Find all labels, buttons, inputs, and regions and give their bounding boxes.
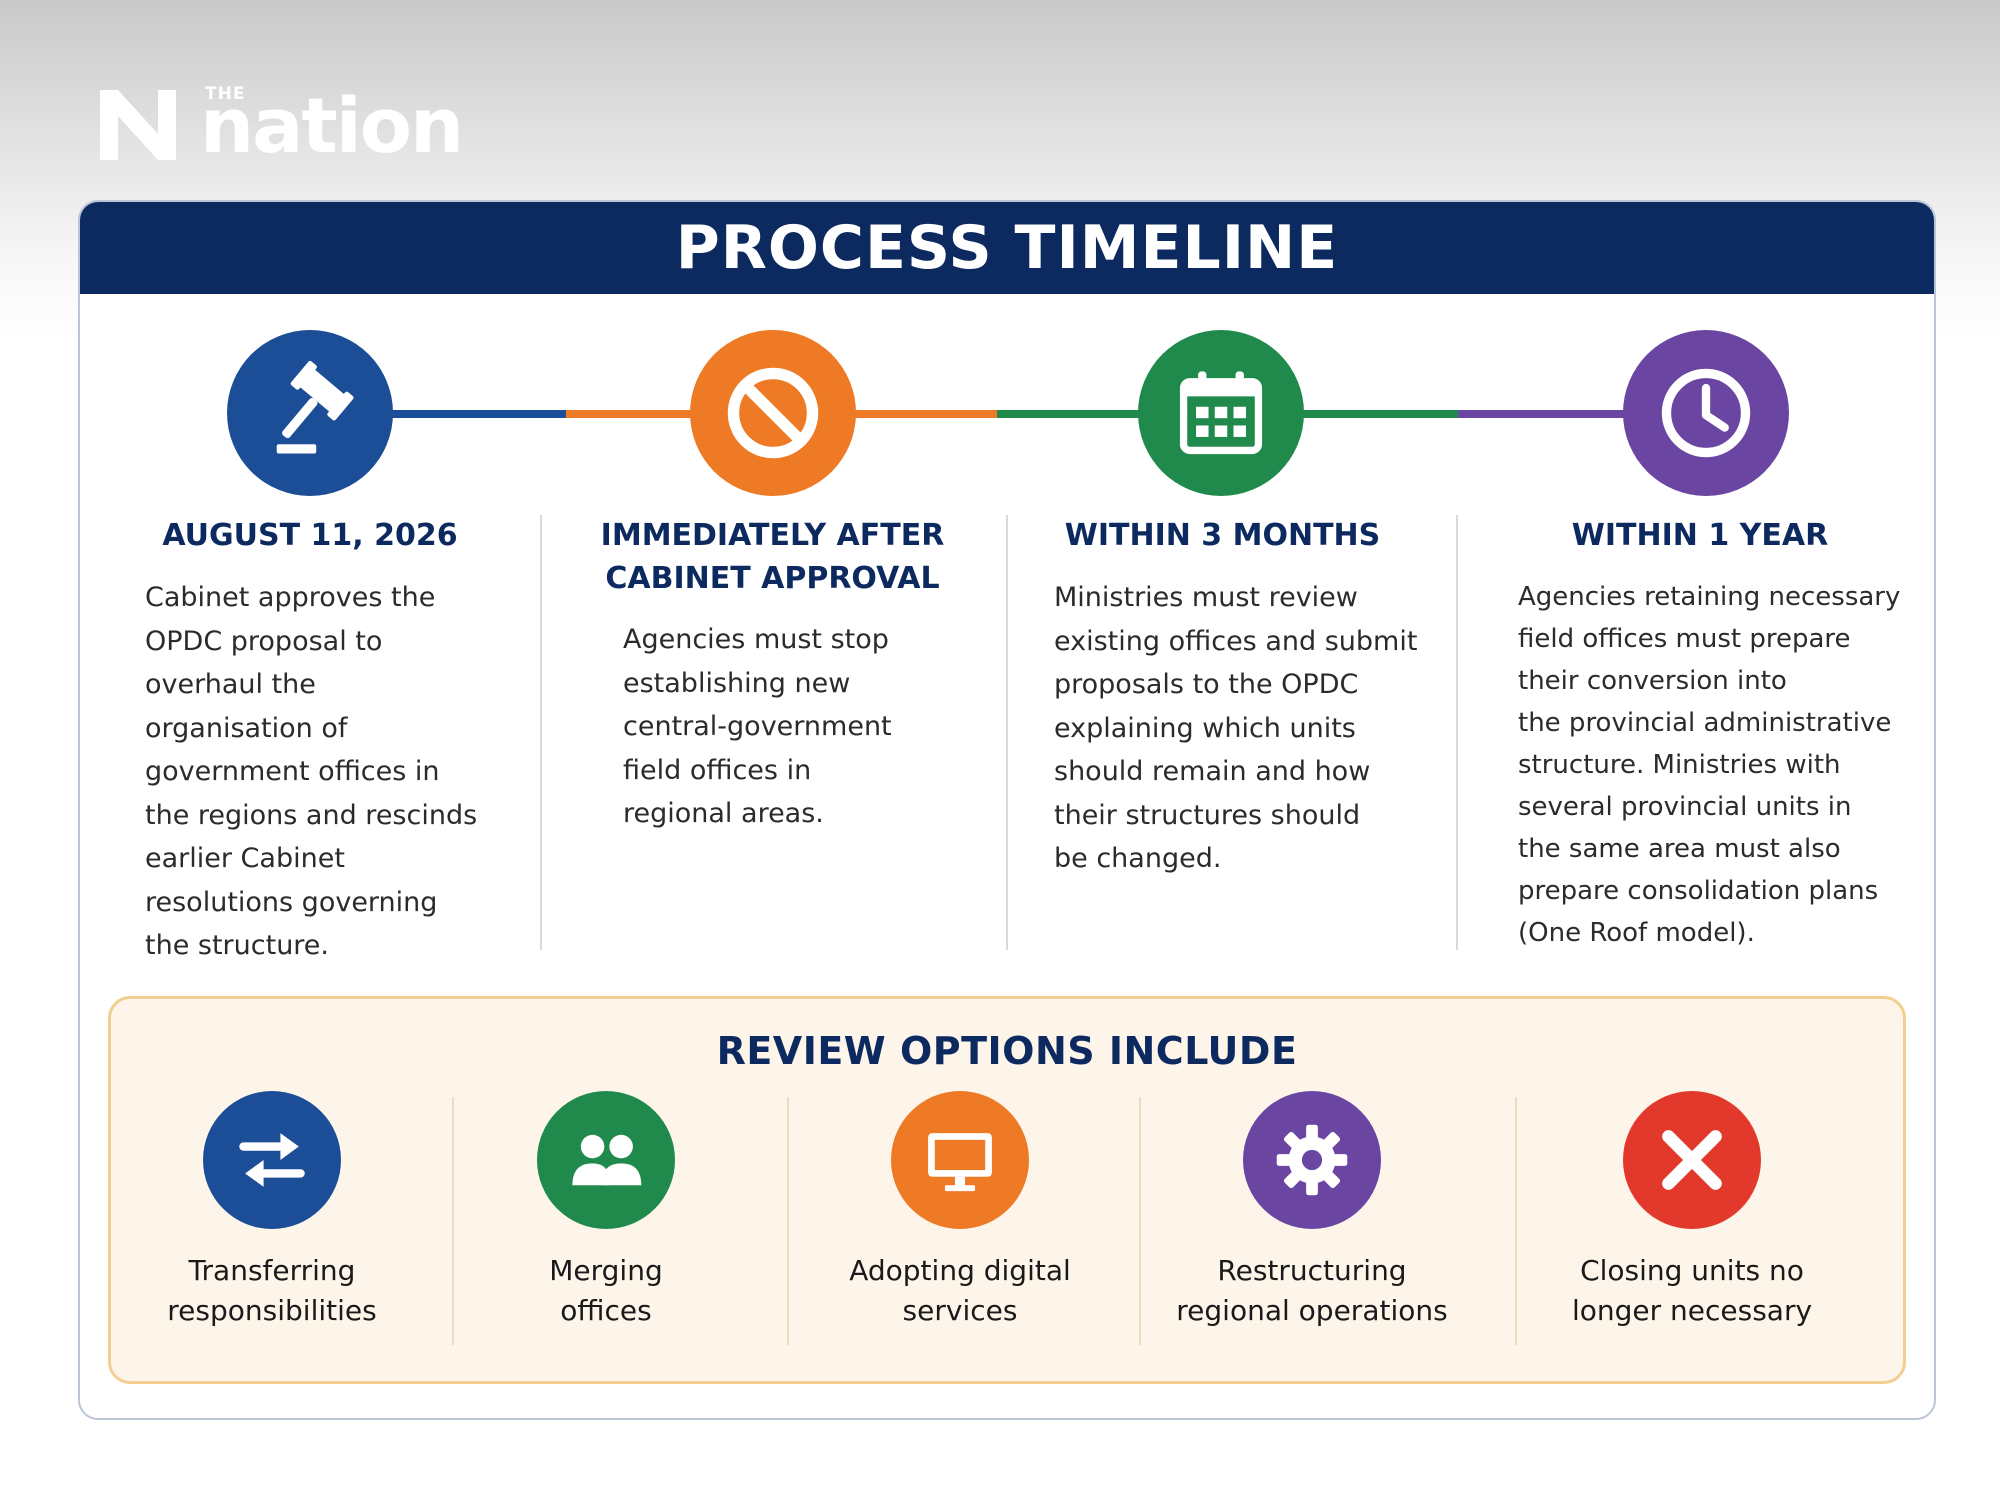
option-transferring-responsibilities: Transferring responsibilities: [107, 1091, 437, 1341]
option-label: Adopting digital services: [849, 1254, 1071, 1327]
logo-wordmark: nation: [200, 81, 464, 170]
clock-icon: [1661, 368, 1751, 458]
people-icon: [572, 1134, 642, 1186]
option-label: Restructuring regional operations: [1176, 1254, 1448, 1327]
option-label: Transferring responsibilities: [167, 1254, 377, 1327]
logo-small-text: THE: [205, 84, 246, 104]
option-divider: [787, 1097, 789, 1345]
option-badge: [1623, 1091, 1761, 1229]
option-divider: [1515, 1097, 1517, 1345]
timeline-segment-blue: [390, 410, 570, 418]
timeline-segment-purple: [1458, 410, 1638, 418]
nation-logo-mark-icon: [100, 90, 176, 160]
title-banner: PROCESS TIMELINE: [80, 202, 1934, 294]
calendar-icon: [1179, 371, 1263, 455]
option-label: Merging offices: [549, 1254, 663, 1327]
stage-3-title: WITHIN 3 MONTHS: [1064, 518, 1381, 553]
no-entry-icon: [727, 367, 819, 459]
stage-4-badge: [1623, 330, 1789, 496]
the-nation-logo: THE nation: [100, 84, 500, 164]
page-title: PROCESS TIMELINE: [675, 213, 1339, 283]
stage-1-title: AUGUST 11, 2026: [162, 518, 458, 553]
stage-1-badge: [227, 330, 393, 496]
option-adopting-digital-services: Adopting digital services: [795, 1091, 1125, 1341]
option-restructuring-regional-operations: Restructuring regional operations: [1147, 1091, 1477, 1341]
option-divider: [452, 1097, 454, 1345]
option-closing-units: Closing units no longer necessary: [1527, 1091, 1857, 1341]
review-options-title: REVIEW OPTIONS INCLUDE: [716, 1029, 1298, 1073]
option-badge: [203, 1091, 341, 1229]
review-options-panel: REVIEW OPTIONS INCLUDE Transferring resp…: [108, 996, 1906, 1384]
close-x-icon: [1662, 1130, 1722, 1190]
option-badge: [891, 1091, 1029, 1229]
monitor-icon: [928, 1133, 992, 1192]
stage-divider: [1006, 515, 1008, 950]
transfer-arrows-icon: [239, 1133, 305, 1187]
stage-2-description: Agencies must stop establishing new cent…: [623, 624, 892, 829]
stage-3-description: Ministries must review existing offices …: [1054, 582, 1418, 874]
option-badge: [1243, 1091, 1381, 1229]
option-label: Closing units no longer necessary: [1571, 1254, 1813, 1327]
gear-icon: [1276, 1124, 1348, 1196]
option-badge: [537, 1091, 675, 1229]
stage-2-title: IMMEDIATELY AFTER CABINET APPROVAL: [600, 518, 945, 596]
option-merging-offices: Merging offices: [441, 1091, 771, 1341]
stage-divider: [1456, 515, 1458, 950]
gavel-icon: [276, 361, 354, 454]
option-divider: [1139, 1097, 1141, 1345]
stage-2-badge: [690, 330, 856, 496]
stage-divider: [540, 515, 542, 950]
stage-1-description: Cabinet approves the OPDC proposal to ov…: [145, 582, 478, 961]
stage-4-title: WITHIN 1 YEAR: [1571, 518, 1829, 553]
stage-3-badge: [1138, 330, 1304, 496]
stage-4-description: Agencies retaining necessary field offic…: [1518, 582, 1901, 948]
